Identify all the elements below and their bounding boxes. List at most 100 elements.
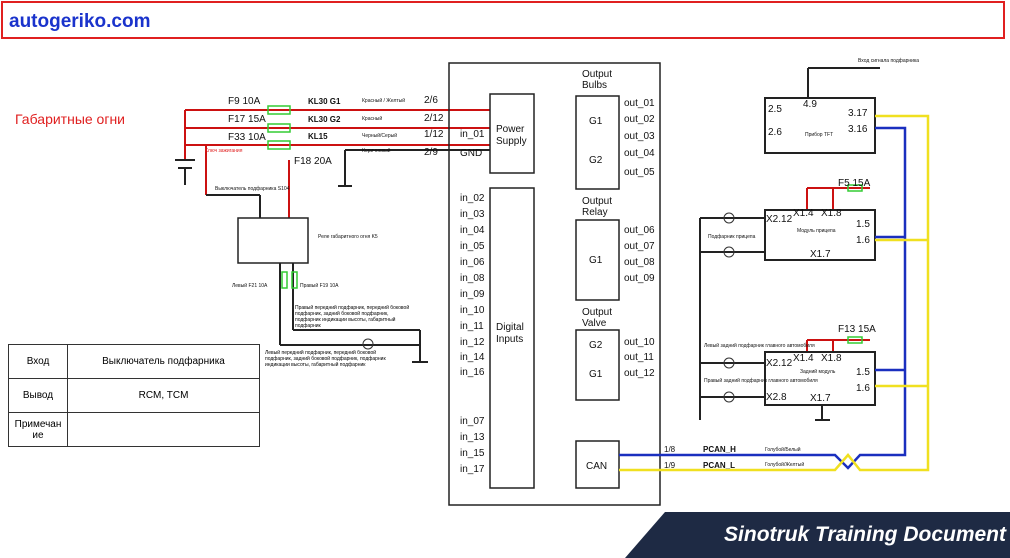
fuse-label: F5 15A	[838, 178, 871, 189]
input-pin: in_01	[460, 129, 485, 140]
header: autogeriko.com	[1, 1, 1005, 39]
input-pin: in_08	[460, 273, 485, 284]
pin: 1.6	[856, 235, 870, 246]
input-pin: in_13	[460, 432, 485, 443]
pin: 1/8	[664, 445, 676, 454]
ecu-label: Relay	[582, 207, 608, 218]
pin: 4.9	[803, 99, 817, 110]
label: Вход сигнала подфарника	[858, 58, 919, 64]
terminal-label: KL30 G2	[308, 115, 341, 124]
input-pin: in_03	[460, 209, 485, 220]
pin: X1.7	[810, 393, 831, 404]
wire-color: Голубой/Белый	[765, 446, 801, 453]
label: Левый F21 10A	[232, 282, 268, 289]
pin: X2.12	[766, 358, 793, 369]
can-bus	[619, 114, 930, 472]
pin: 2.6	[768, 127, 782, 138]
input-pin: in_15	[460, 448, 485, 459]
pin: X2.8	[766, 392, 787, 403]
table-value: RCM, TCM	[67, 378, 260, 413]
output-pin: out_01	[624, 98, 655, 109]
input-pin: in_04	[460, 225, 485, 236]
pin: 2/12	[424, 113, 444, 124]
ecu-label: Output	[582, 196, 612, 207]
group-label: G1	[589, 255, 603, 266]
black-wires	[175, 67, 880, 421]
pin: 1.5	[856, 367, 870, 378]
wire-color: Красный / Желтый	[362, 97, 405, 104]
terminal-label: KL15	[308, 132, 328, 141]
label: Прибор TFT	[805, 132, 833, 138]
group-label: G1	[589, 369, 603, 380]
label: Задний модуль	[800, 368, 836, 375]
input-pin: in_05	[460, 241, 485, 252]
ecu-box	[448, 62, 661, 506]
table-key: Примечание	[8, 412, 68, 447]
input-pin: in_07	[460, 416, 485, 427]
ecu-label: Supply	[496, 136, 527, 147]
terminal-label: KL30 G1	[308, 97, 341, 106]
output-pin: out_12	[624, 368, 655, 379]
label: Подфарник прицепа	[708, 234, 756, 240]
output-pin: out_02	[624, 114, 655, 125]
red-wires	[184, 109, 870, 352]
label: Правый F19 10A	[300, 282, 339, 289]
pin: 2/6	[424, 95, 438, 106]
ecu-label: Digital	[496, 322, 524, 333]
output-pin: out_06	[624, 225, 655, 236]
pin: 3.16	[848, 124, 868, 135]
fuse-label: F9 10A	[228, 96, 261, 107]
output-pin: out_05	[624, 167, 655, 178]
wire-color: Черный/Серый	[362, 132, 397, 139]
output-pin: out_09	[624, 273, 655, 284]
input-pin: GND	[460, 148, 482, 159]
ecu-label: Output	[582, 307, 612, 318]
footer-title: Sinotruk Training Document	[724, 523, 1006, 546]
group-label: G2	[589, 155, 603, 166]
fuse-label: F18 20A	[294, 156, 332, 167]
input-pin: in_02	[460, 193, 485, 204]
footer-banner: Sinotruk Training Document	[625, 512, 1010, 558]
ecu-label: Inputs	[496, 334, 523, 345]
ecu-label: CAN	[586, 461, 607, 472]
label: Реле габаритного огня K5	[318, 234, 378, 240]
label: Левый задний подфарник главного автомоби…	[704, 342, 815, 349]
input-pin: in_12	[460, 337, 485, 348]
fuse-label: F13 15A	[838, 324, 876, 335]
table-key: Вход	[8, 344, 68, 379]
input-pin: in_06	[460, 257, 485, 268]
group-label: G1	[589, 116, 603, 127]
pin: 1.5	[856, 219, 870, 230]
output-pin: out_08	[624, 257, 655, 268]
input-pin: in_16	[460, 367, 485, 378]
label: Левый передний подфарник, передний боков…	[265, 350, 386, 368]
output-pin: out_10	[624, 337, 655, 348]
label: Выключатель подфарника S104	[215, 186, 290, 192]
pin: X1.4	[793, 353, 814, 364]
ecu	[448, 62, 661, 506]
label: Ключ зажигания	[205, 148, 243, 154]
table-value: Выключатель подфарника	[67, 344, 260, 379]
pin: X1.8	[821, 353, 842, 364]
output-pin: out_03	[624, 131, 655, 142]
input-pin: in_11	[460, 321, 484, 332]
output-pin: out_07	[624, 241, 655, 252]
wire-color: Коричневый	[362, 147, 391, 154]
wire-color: Голубой/Желтый	[765, 461, 804, 468]
output-pin: out_11	[624, 352, 654, 363]
can-name: PCAN_L	[703, 461, 735, 470]
pin: 1.6	[856, 383, 870, 394]
ecu-label: Power	[496, 124, 525, 135]
label: Правый задний подфарник главного автомоб…	[704, 377, 818, 384]
fuses	[267, 105, 863, 344]
table-row: Примечание	[8, 412, 260, 447]
input-pin: in_17	[460, 464, 485, 475]
input-pin: in_14	[460, 352, 485, 363]
site-name[interactable]: autogeriko.com	[9, 11, 151, 32]
pin: 1/12	[424, 129, 444, 140]
pin: 2/9	[424, 147, 438, 158]
table-value	[67, 412, 260, 447]
